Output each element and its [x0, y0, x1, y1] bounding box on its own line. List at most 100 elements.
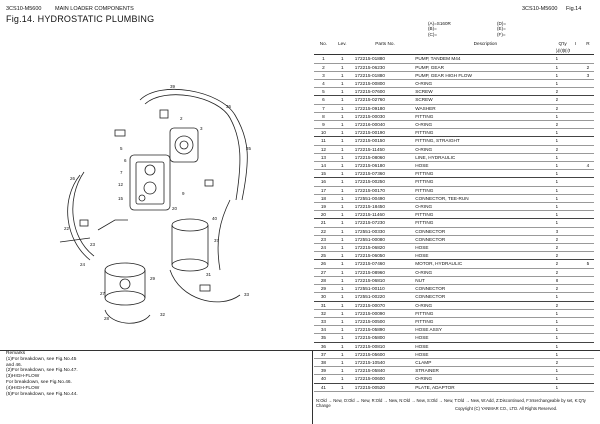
cell-qty-d	[562, 161, 565, 171]
table-header-row: No. Lev. Parts No. Description Q'ty I R	[314, 40, 594, 47]
cell-qty-e	[564, 243, 568, 253]
cell-parts-no: 172215-11450	[351, 145, 416, 154]
cell-description: PLATE, ADAPTOR	[415, 383, 556, 392]
cell-qty-a: 1	[555, 79, 558, 89]
cell-qty-d	[562, 309, 565, 318]
cell-description: CONNECTOR	[415, 292, 556, 302]
cell-description: PUMP, GEAR	[415, 63, 556, 72]
cell-no: 36	[314, 342, 333, 351]
cell-qty-c	[560, 227, 563, 236]
cell-no: 31	[314, 301, 333, 310]
cell-no: 3	[314, 71, 333, 81]
callout-label: 40	[212, 216, 218, 221]
cell-qty-e	[564, 112, 568, 122]
cell-lev: 1	[332, 325, 352, 335]
cell-lev: 1	[332, 301, 352, 310]
cell-no: 18	[314, 194, 333, 204]
cell-qty-a: 2	[555, 145, 558, 154]
col-qty-e: (E)	[564, 48, 567, 54]
cell-no: 8	[314, 112, 333, 122]
cell-parts-no: 172215-00150	[351, 136, 416, 146]
cell-qty-f	[567, 63, 570, 72]
cell-qty-a: 1	[555, 374, 558, 384]
cell-r	[581, 202, 594, 212]
cell-parts-no: 172215-00520	[351, 383, 416, 392]
cell-qty-a: 1	[555, 177, 558, 187]
cell-qty-b	[557, 309, 561, 318]
cell-qty-d	[562, 317, 565, 327]
exploded-diagram: 39 36 35 2 3 5 6 7 12 15 20 9 40 37 26 2…	[59, 84, 252, 324]
cell-qty-d	[562, 259, 565, 269]
cell-qty-e	[564, 79, 568, 89]
cell-i	[569, 350, 582, 359]
cell-qty-f	[567, 227, 570, 236]
cell-qty-a: 1	[555, 186, 558, 195]
cell-no: 29	[314, 284, 333, 294]
cell-lev: 1	[332, 194, 352, 204]
cell-parts-no: 172215-00500	[351, 317, 416, 327]
cell-lev: 1	[332, 169, 352, 179]
cell-qty-d	[562, 194, 565, 204]
cell-qty-b	[557, 243, 561, 253]
cell-lev: 1	[332, 161, 352, 171]
cell-no: 38	[314, 358, 333, 368]
callout-label: 28	[104, 316, 110, 321]
cell-qty-a: 1	[555, 333, 558, 343]
cell-qty-d	[562, 104, 565, 113]
cell-no: 5	[314, 87, 333, 97]
cell-qty-b	[557, 87, 561, 97]
cell-lev: 1	[332, 292, 352, 302]
cell-r	[581, 210, 594, 220]
cell-no: 10	[314, 128, 333, 138]
cell-lev: 1	[332, 79, 352, 89]
cell-qty-c	[560, 145, 563, 154]
cell-parts-no: 172215-06820	[351, 243, 416, 253]
cell-lev: 1	[332, 145, 352, 154]
cell-qty-f	[567, 210, 570, 220]
cell-parts-no: 172215-06180	[351, 161, 416, 171]
cell-description: FITTING	[415, 218, 556, 228]
cell-i	[569, 358, 582, 368]
cell-parts-no: 172215-08960	[351, 268, 416, 277]
cell-r	[581, 104, 594, 113]
cell-qty-a: 3	[555, 227, 558, 236]
cell-qty-c	[560, 161, 563, 171]
cell-no: 22	[314, 227, 333, 236]
col-qty-a: (A)	[555, 48, 558, 54]
cell-i	[569, 342, 582, 351]
cell-lev: 1	[332, 177, 352, 187]
cell-no: 2	[314, 63, 333, 72]
cell-r: 4	[581, 161, 594, 171]
cell-qty-c	[560, 136, 563, 146]
col-description: Description	[473, 41, 498, 46]
cell-qty-c	[560, 350, 563, 359]
cell-qty-e	[564, 161, 568, 171]
legend-c: (C)=	[428, 31, 438, 37]
cell-qty-a: 1	[555, 153, 558, 163]
cell-qty-a: 1	[555, 317, 558, 327]
cell-i	[569, 63, 582, 72]
cell-description: SCREW	[415, 95, 556, 105]
cell-r	[581, 251, 594, 261]
cell-i	[569, 333, 582, 343]
cell-qty-f	[567, 71, 570, 81]
cell-parts-no: 172215-00250	[351, 177, 416, 187]
col-qty-d: (D)	[562, 48, 565, 54]
cell-r	[581, 112, 594, 122]
cell-r: 5	[581, 259, 594, 269]
legend-b: (B)=	[428, 26, 437, 32]
model-legend-right: (D)= (E)= (F)=	[497, 21, 506, 37]
cell-no: 20	[314, 210, 333, 220]
cell-r	[581, 284, 594, 294]
cell-qty-f	[567, 333, 570, 343]
cell-qty-b	[557, 71, 561, 81]
cell-i	[569, 87, 582, 97]
cell-i	[569, 301, 582, 310]
cell-qty-a: 1	[555, 136, 558, 146]
callout-label: 23	[90, 242, 96, 247]
cell-qty-f	[567, 136, 570, 146]
cell-lev: 1	[332, 120, 352, 130]
